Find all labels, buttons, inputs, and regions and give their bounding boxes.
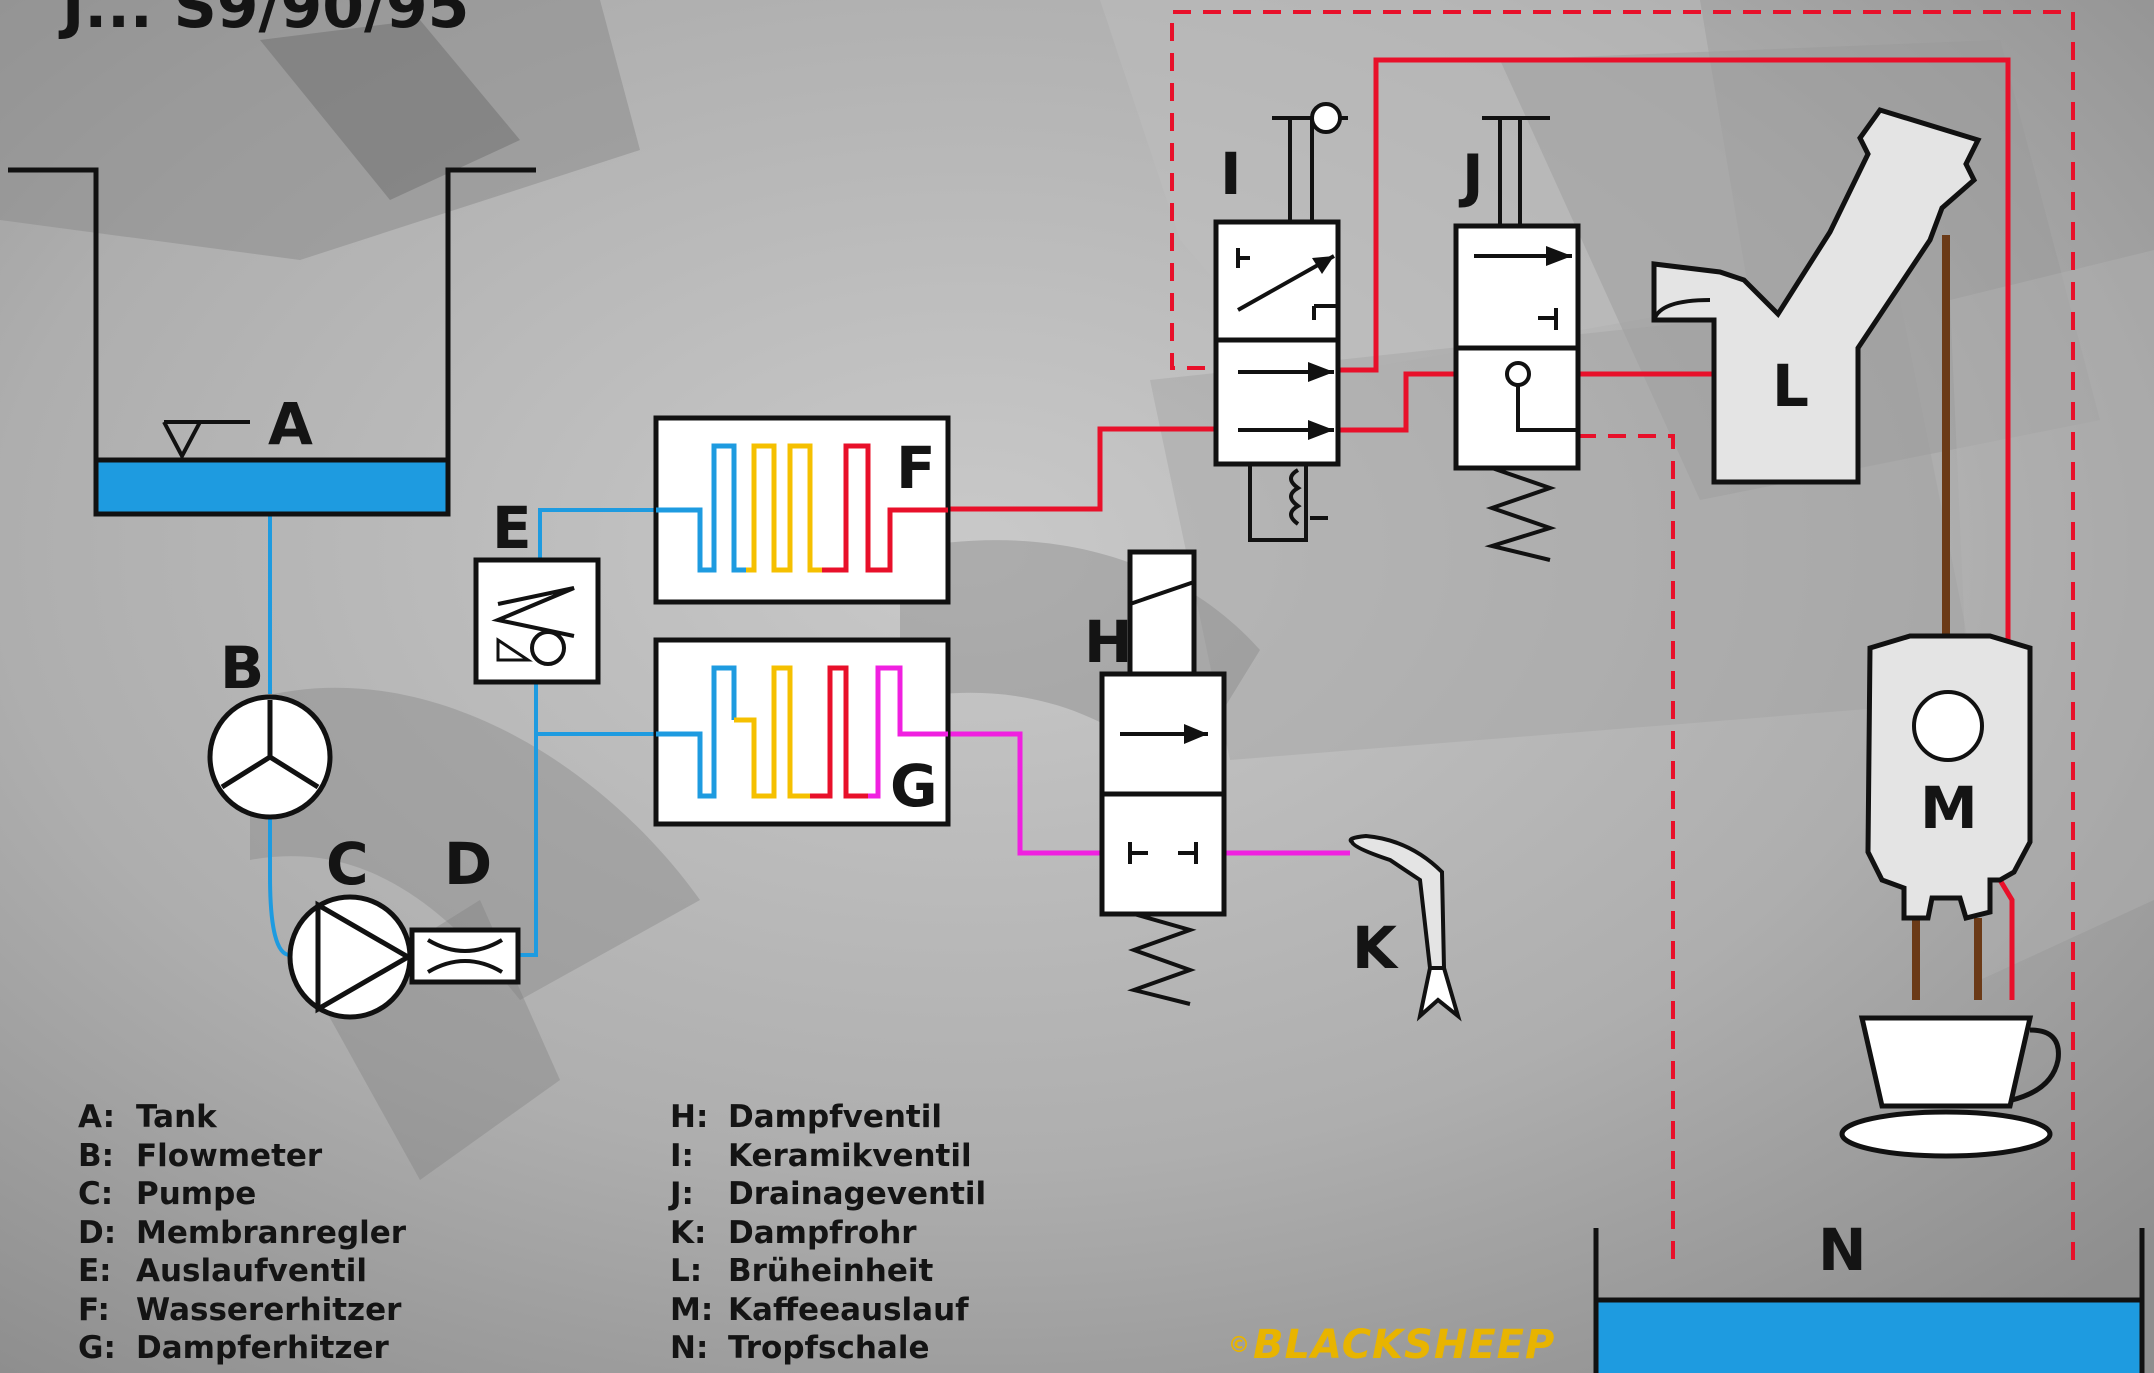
legend-item: C:Pumpe (78, 1176, 257, 1212)
legend-item: M:Kaffeeauslauf (670, 1291, 969, 1328)
legend-item: B:Flowmeter (78, 1137, 323, 1174)
label-k: K (1352, 914, 1399, 982)
legend-item: F:Wassererhitzer (78, 1291, 402, 1328)
copyright-symbol: © (1228, 1333, 1251, 1358)
legend-item: L:Brüheinheit (670, 1253, 934, 1289)
label-l: L (1772, 352, 1809, 420)
label-d: D (444, 830, 492, 898)
label-f: F (896, 434, 936, 502)
label-e: E (492, 494, 532, 562)
legend-item: E:Auslaufventil (78, 1253, 367, 1289)
label-c: C (326, 830, 369, 898)
legend-left: A:Tank B:Flowmeter C:Pumpe D:Membranregl… (78, 1098, 406, 1368)
brew-unit-l: L (1651, 107, 1982, 485)
steam-heater-g: G (653, 637, 951, 827)
label-b: B (220, 634, 264, 702)
legend-item: H:Dampfventil (670, 1099, 943, 1135)
ceramic-valve-i: I (1213, 102, 1348, 542)
legend-item: A:Tank (78, 1099, 217, 1135)
brand-name: BLACKSHEEP (1253, 1322, 1556, 1368)
drain-valve-j: J (1453, 116, 1581, 562)
label-i: I (1220, 140, 1242, 208)
coffee-outlet-m: M (1865, 633, 2033, 922)
drip-tray-n: N (1593, 1216, 2145, 1373)
legend-right: H:Dampfventil I:Keramikventil J:Drainage… (670, 1098, 986, 1368)
label-a: A (268, 390, 313, 458)
diagram-title: J... S9/90/95 (62, 0, 470, 42)
label-n: N (1818, 1216, 1867, 1284)
tank-a: A (8, 167, 536, 517)
label-m: M (1920, 774, 1978, 842)
outlet-valve-e: E (473, 494, 601, 685)
label-h: H (1084, 608, 1133, 676)
coffee-lines (1912, 235, 1982, 1000)
pump-c: C (287, 830, 413, 1020)
coffee-cup (1839, 1015, 2061, 1159)
drain-lines (1170, 10, 2075, 1268)
membrane-regulator-d: D (409, 830, 521, 985)
steam-wand-k: K (1348, 833, 1462, 1022)
legend-item: J:Drainageventil (670, 1176, 987, 1212)
copyright-logo: ©BLACKSHEEP (1228, 1322, 1555, 1368)
steam-valve-h: H (1084, 549, 1227, 1006)
legend-item: K:Dampfrohr (670, 1214, 917, 1251)
flowmeter-b: B (207, 634, 333, 820)
label-g: G (890, 752, 938, 820)
legend-item: N:Tropfschale (670, 1330, 930, 1366)
label-j: J (1458, 142, 1484, 210)
legend-item: I:Keramikventil (670, 1137, 972, 1174)
water-heater-f: F (653, 415, 951, 605)
steam-lines (908, 731, 1350, 856)
legend-item: D:Membranregler (78, 1214, 407, 1251)
legend-item: G:Dampferhitzer (78, 1330, 389, 1366)
cold-water-lines (268, 508, 700, 957)
